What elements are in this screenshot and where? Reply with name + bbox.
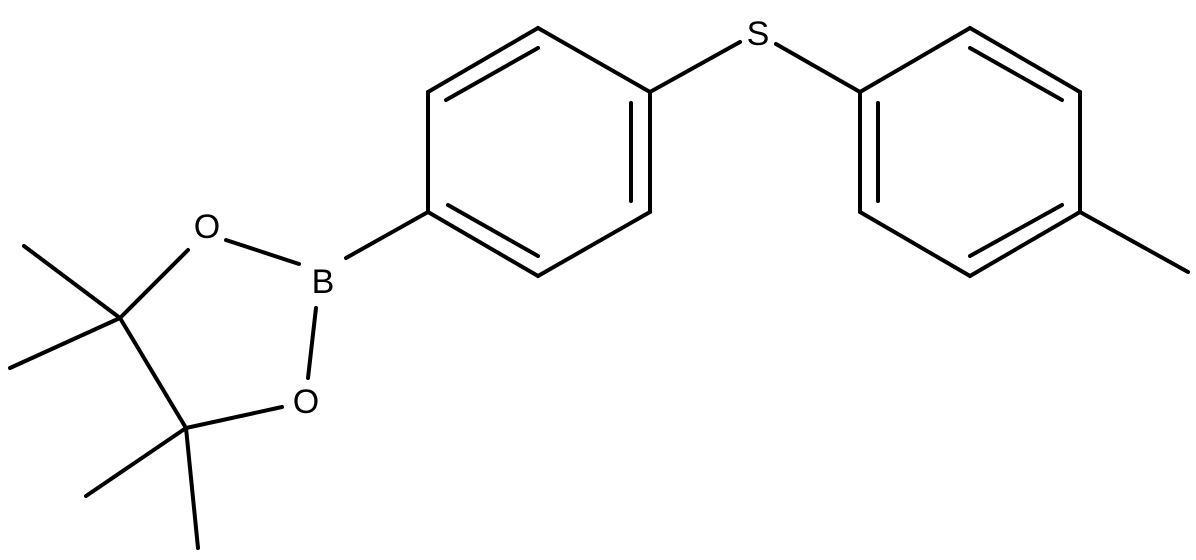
bond-boron-oxygen-top xyxy=(224,238,301,266)
bond-ring2-double-b xyxy=(968,203,1064,258)
bond-sulfur-ring2 xyxy=(774,42,862,94)
bond-ring2-5 xyxy=(858,210,972,278)
bond-ring1-double-c xyxy=(446,203,540,258)
bond-ring1-sulfur xyxy=(648,40,742,94)
bond-ring1-1 xyxy=(536,26,652,94)
bond-oxygen-bottom-c5 xyxy=(184,405,284,430)
oxygen-bottom-atom-label: O xyxy=(293,383,319,421)
bond-oxygen-top-c4 xyxy=(118,248,190,320)
bond-ring1-6 xyxy=(426,26,540,94)
bond-boron-oxygen-bottom xyxy=(306,306,318,380)
bond-methyl xyxy=(1078,210,1190,274)
bond-ring1-3 xyxy=(536,210,652,278)
bond-ring2-1 xyxy=(858,26,972,94)
bond-c4-c5 xyxy=(118,316,188,430)
bond-ring2-double-a xyxy=(968,46,1064,102)
boron-atom-label: B xyxy=(312,263,335,301)
bond-c5-methyl-2 xyxy=(184,426,200,550)
bond-c4-methyl-1 xyxy=(22,244,122,320)
bond-ring2-2 xyxy=(968,26,1082,94)
bond-ring1-4 xyxy=(426,210,540,278)
bond-ring2-4 xyxy=(968,210,1082,278)
bond-ring1-boron xyxy=(344,210,430,260)
bond-ring1-double-a xyxy=(444,46,540,102)
sulfur-atom-label: S xyxy=(747,15,770,53)
atom-labels: S B O O xyxy=(194,15,770,421)
bond-c5-methyl-1 xyxy=(84,426,188,498)
bond-c4-methyl-2 xyxy=(8,316,122,370)
bonds xyxy=(8,26,1190,550)
oxygen-top-atom-label: O xyxy=(194,208,220,246)
